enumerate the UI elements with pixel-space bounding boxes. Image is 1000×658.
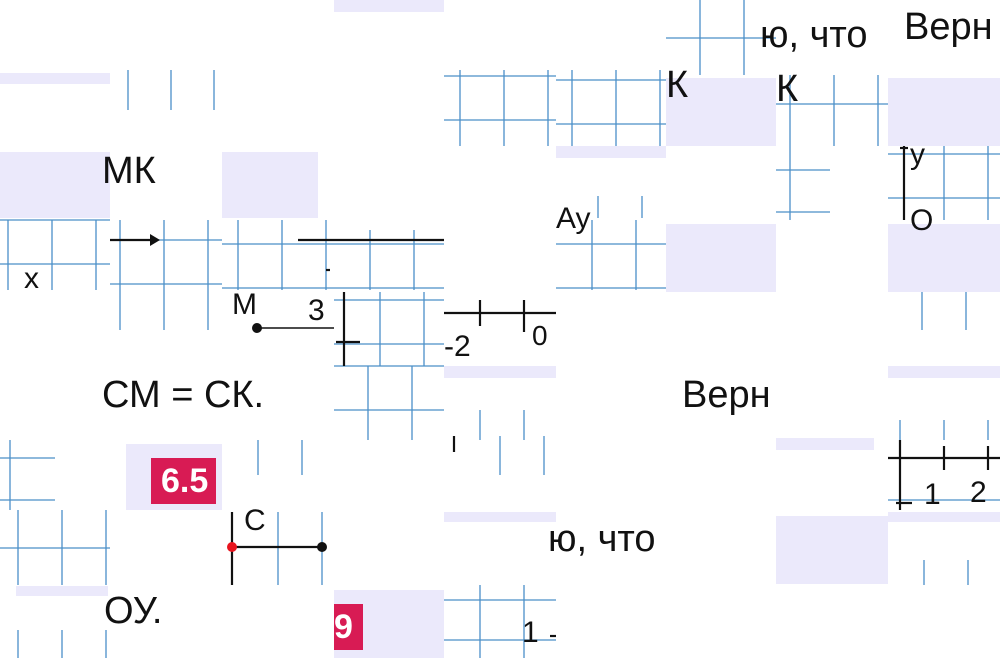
text-fragment: Верн (682, 374, 771, 416)
tick-label: 2 (970, 476, 987, 509)
tick-label: 3 (308, 294, 325, 327)
text-fragment: К (776, 68, 799, 110)
tile-lavender (222, 152, 318, 218)
tile-lavender (776, 516, 888, 584)
point-k (317, 542, 327, 552)
tile-lavender (888, 78, 1000, 146)
text-fragment: Ay (556, 202, 591, 235)
task-number-badge: 6.5 (151, 458, 217, 504)
text-fragment: ю, что (548, 518, 656, 560)
text-fragment: Верн (904, 6, 993, 48)
task-number-badge: 9 (334, 604, 363, 650)
tile-lavender (0, 152, 110, 218)
text-fragment: ОУ. (104, 590, 163, 632)
tick-label: 1 (522, 616, 539, 649)
text-fragment: МК (102, 150, 156, 192)
tile-lavender (334, 0, 444, 12)
tile-lavender (16, 586, 108, 596)
tick-label: -2 (444, 330, 471, 363)
tile-lavender (666, 78, 776, 146)
tile-lavender (556, 146, 666, 158)
tile-lavender (444, 366, 556, 378)
point-c (227, 542, 237, 552)
text-fragment: К (666, 64, 689, 106)
tile-lavender (444, 512, 556, 522)
point-label-m: М (232, 288, 257, 321)
tick-label: 0 (532, 320, 548, 351)
point-label-c: С (244, 504, 266, 537)
axis-arrow (150, 234, 160, 246)
tile-lavender (888, 366, 1000, 378)
text-fragment: ю, что (760, 14, 868, 56)
tick-label: 1 (924, 478, 941, 511)
tile-lavender (666, 224, 776, 292)
axis-label-y: у (910, 138, 925, 171)
origin-label: О (910, 204, 934, 237)
axis-label-x: х (24, 262, 39, 295)
point-m (252, 323, 262, 333)
tile-lavender (888, 224, 1000, 292)
tile-lavender (888, 512, 1000, 522)
tile-lavender (776, 438, 874, 450)
text-fragment: СМ = СК. (102, 374, 265, 416)
tile-lavender (0, 73, 110, 84)
